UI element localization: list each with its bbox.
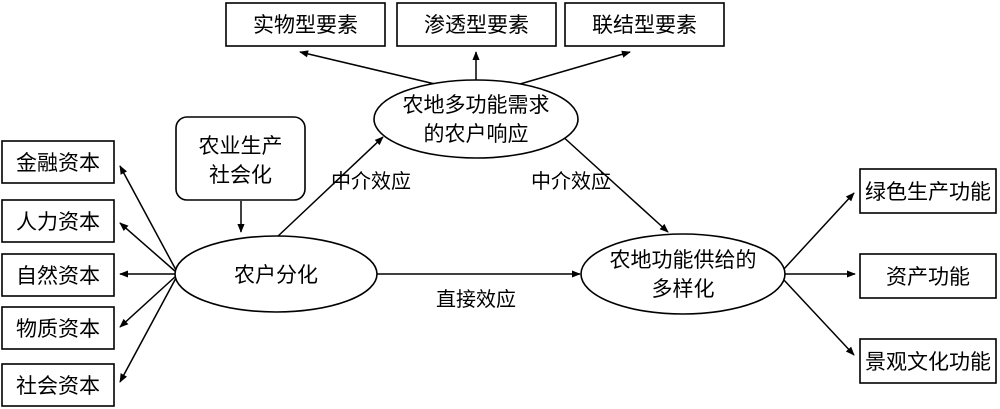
edge-label-mediating-left: 中介效应 bbox=[331, 169, 411, 193]
svg-text:景观文化功能: 景观文化功能 bbox=[865, 350, 991, 374]
node-ag-socialization-line-1: 农业生产 bbox=[199, 134, 283, 158]
svg-text:农户分化: 农户分化 bbox=[234, 263, 318, 287]
edge-differentiation-to-physical-capital bbox=[119, 275, 177, 328]
svg-text:自然资本: 自然资本 bbox=[16, 264, 100, 288]
svg-text:渗透型要素: 渗透型要素 bbox=[424, 13, 529, 37]
node-function-landscape: 景观文化功能 bbox=[859, 338, 997, 384]
node-supply-line-2: 多样化 bbox=[652, 277, 715, 301]
svg-text:物质资本: 物质资本 bbox=[16, 317, 100, 341]
edge-label-direct: 直接效应 bbox=[436, 287, 516, 311]
edge-response-to-linking bbox=[519, 50, 631, 85]
node-function-green: 绿色生产功能 bbox=[859, 168, 997, 214]
node-supply-line-1: 农地功能供给的 bbox=[610, 248, 757, 272]
svg-text:资产功能: 资产功能 bbox=[886, 265, 970, 289]
node-element-linking: 联结型要素 bbox=[564, 2, 725, 47]
node-supply-diversification: 农地功能供给的 多样化 bbox=[580, 233, 786, 315]
node-ag-socialization: 农业生产 社会化 bbox=[175, 116, 306, 201]
edges bbox=[119, 50, 856, 383]
node-capital-social: 社会资本 bbox=[1, 363, 115, 407]
edge-labels: 中介效应 中介效应 直接效应 bbox=[331, 169, 611, 311]
edge-response-to-supply bbox=[559, 133, 669, 233]
svg-text:联结型要素: 联结型要素 bbox=[592, 13, 697, 37]
node-farmer-response-line-1: 农地多功能需求 bbox=[403, 93, 550, 117]
node-element-physical: 实物型要素 bbox=[225, 2, 386, 47]
edge-response-to-physical bbox=[299, 50, 436, 85]
node-element-permeating: 渗透型要素 bbox=[396, 2, 557, 47]
node-farmer-response: 农地多功能需求 的农户响应 bbox=[373, 79, 579, 159]
edge-supply-to-landscape bbox=[782, 278, 855, 356]
edge-differentiation-to-human bbox=[119, 222, 177, 273]
svg-text:金融资本: 金融资本 bbox=[16, 151, 100, 175]
svg-text:实物型要素: 实物型要素 bbox=[253, 13, 358, 37]
node-function-asset: 资产功能 bbox=[859, 253, 997, 299]
node-ag-socialization-line-2: 社会化 bbox=[209, 163, 272, 187]
edge-differentiation-to-social bbox=[119, 277, 177, 383]
node-farmer-response-line-2: 的农户响应 bbox=[424, 122, 529, 146]
node-capital-natural: 自然资本 bbox=[1, 253, 115, 297]
edge-supply-to-green bbox=[782, 192, 855, 271]
node-capital-financial: 金融资本 bbox=[1, 140, 115, 184]
edge-label-mediating-right: 中介效应 bbox=[531, 169, 611, 193]
svg-text:社会资本: 社会资本 bbox=[16, 374, 100, 398]
node-farmer-differentiation: 农户分化 bbox=[174, 235, 378, 313]
svg-text:绿色生产功能: 绿色生产功能 bbox=[865, 180, 991, 204]
edge-differentiation-to-response bbox=[275, 136, 384, 239]
node-capital-physical: 物质资本 bbox=[1, 306, 115, 350]
svg-text:人力资本: 人力资本 bbox=[16, 210, 100, 234]
node-capital-human: 人力资本 bbox=[1, 199, 115, 243]
edge-differentiation-to-financial bbox=[119, 165, 177, 271]
